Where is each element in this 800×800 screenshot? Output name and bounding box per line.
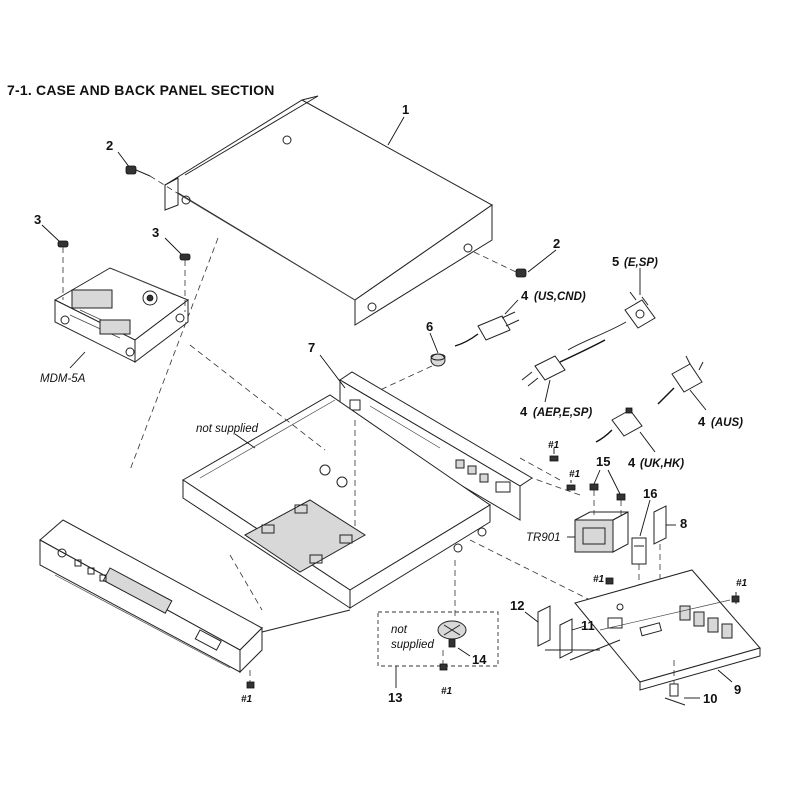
label-part-9: 9 [734, 682, 741, 697]
label-part-4-aus: 4 [698, 414, 706, 429]
mdm-5a-mechanism [53, 267, 190, 369]
label-part-6: 6 [426, 319, 433, 334]
power-cord-us-cnd [454, 299, 520, 347]
label-part-5: 5 [612, 254, 619, 269]
part-6-grommet [379, 332, 446, 391]
label-part-8: 8 [680, 516, 687, 531]
label-part-3-right: 3 [152, 225, 159, 240]
label-part-11: 11 [581, 618, 595, 633]
part-13-box [377, 611, 499, 688]
label-screw-1-f: #1 [241, 694, 253, 705]
label-region-e-sp: (E,SP) [624, 257, 658, 269]
label-screw-1-c: #1 [593, 574, 605, 585]
screw-3-right [164, 237, 191, 312]
screws-15 [589, 469, 626, 515]
power-cord-aep-e-sp [521, 339, 606, 403]
label-part-12: 12 [510, 598, 524, 613]
label-part-2-left: 2 [106, 138, 113, 153]
label-part-4-aep: 4 [520, 404, 528, 419]
power-cord-aus [657, 355, 707, 411]
parts-11-12 [524, 605, 621, 661]
label-part-13: 13 [388, 690, 402, 705]
label-not-supplied-box-line2: supplied [391, 639, 434, 651]
chassis-bottom-plate [182, 394, 491, 609]
part-10-clip [664, 660, 700, 706]
label-screw-1-b: #1 [569, 469, 581, 480]
screw-1-markers [246, 448, 614, 689]
label-region-aep-e-sp: (AEP,E,SP) [533, 407, 592, 419]
label-part-14: 14 [472, 652, 487, 667]
label-part-16: 16 [643, 486, 657, 501]
front-panel [39, 519, 263, 674]
label-screw-1-d: #1 [736, 578, 748, 589]
label-mdm-5a: MDM-5A [40, 373, 86, 385]
page-title: 7-1. CASE AND BACK PANEL SECTION [7, 82, 275, 98]
screw-3-left [41, 224, 69, 300]
label-not-supplied-chassis: not supplied [196, 423, 259, 435]
label-part-10: 10 [703, 691, 717, 706]
label-part-2-right: 2 [553, 236, 560, 251]
label-part-4-us: 4 [521, 288, 529, 303]
power-cord-uk-hk [595, 407, 656, 453]
screw-2-right [473, 249, 557, 278]
label-part-3-left: 3 [34, 212, 41, 227]
assembly-guide-lines [129, 237, 601, 633]
screw-2-left [117, 151, 183, 197]
part-9-board [574, 569, 761, 691]
label-region-uk-hk: (UK,HK) [640, 458, 684, 470]
label-tr901: TR901 [526, 532, 561, 544]
label-not-supplied-box-line1: not [391, 624, 408, 636]
label-screw-1-e: #1 [441, 686, 453, 697]
label-screw-1-a: #1 [548, 440, 560, 451]
transformer-tr901 [567, 511, 629, 553]
label-part-15: 15 [596, 454, 610, 469]
power-plug-e-sp [567, 268, 656, 351]
label-part-1: 1 [402, 102, 409, 117]
top-case-cover [164, 95, 493, 326]
part-16-bracket [631, 499, 651, 600]
part-8-insulator [653, 505, 676, 600]
label-part-7: 7 [308, 340, 315, 355]
label-part-4-uk: 4 [628, 455, 636, 470]
label-region-aus: (AUS) [711, 417, 743, 429]
label-region-us-cnd: (US,CND) [534, 291, 586, 303]
